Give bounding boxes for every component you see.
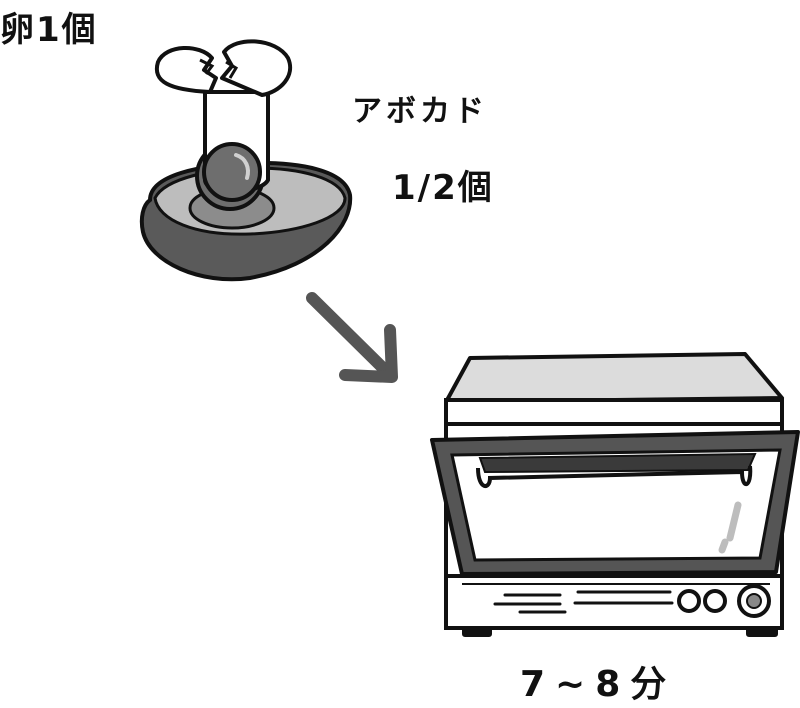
avocado-quantity-label: 1/2個 xyxy=(392,168,494,208)
avocado-icon xyxy=(139,141,353,282)
egg-icon xyxy=(154,39,292,202)
arrow-icon xyxy=(306,292,398,383)
cooking-time-label: 7~8分 xyxy=(520,664,677,705)
egg-quantity-label: 卵1個 xyxy=(0,10,98,50)
avocado-name-label: アボカド xyxy=(352,94,488,129)
toaster-oven-icon xyxy=(430,352,800,637)
